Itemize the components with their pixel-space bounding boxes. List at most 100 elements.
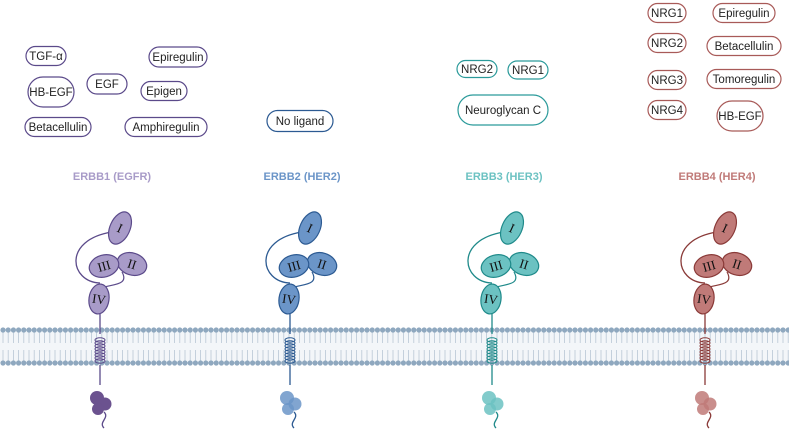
lipid-head xyxy=(509,327,516,333)
tm-helix-turn xyxy=(94,352,106,358)
lipid-head xyxy=(229,360,235,366)
lipid-head xyxy=(208,327,214,333)
tm-helix-turn xyxy=(94,355,106,361)
lipid-head xyxy=(686,360,693,366)
lipid-head xyxy=(499,327,505,333)
tm-helix-turn xyxy=(94,358,106,364)
lipid-head xyxy=(57,360,63,366)
lipid-head xyxy=(47,327,53,333)
lipid-head xyxy=(239,360,245,366)
lipid-head xyxy=(718,360,724,366)
lipid-head xyxy=(374,327,380,333)
lipid-head xyxy=(338,360,344,366)
ligand-pill: NRG1 xyxy=(507,60,549,80)
lipid-head xyxy=(380,327,386,333)
lipid-head xyxy=(260,360,266,366)
lipid-head xyxy=(166,327,172,333)
ligand-label: NRG3 xyxy=(651,75,683,87)
lipid-head xyxy=(343,360,349,366)
lipid-head xyxy=(744,360,750,366)
lipid-head xyxy=(52,360,58,366)
lipid-head xyxy=(421,360,427,366)
lipid-head xyxy=(406,327,412,333)
lipid-head xyxy=(385,360,391,366)
tm-helix-turn xyxy=(699,352,711,358)
lipid-head xyxy=(650,327,656,333)
lipid-head xyxy=(660,327,667,333)
lipid-head xyxy=(437,327,443,333)
lipid-head xyxy=(109,360,115,366)
lipid-head xyxy=(749,360,755,366)
domain-iv: IV xyxy=(693,283,715,315)
tm-helix-turn xyxy=(284,349,296,355)
lipid-head xyxy=(478,327,484,333)
lipid-head xyxy=(281,327,287,333)
lipid-head xyxy=(333,360,339,366)
lipid-head xyxy=(395,327,401,333)
receptor-label: ERBB4 (HER4) xyxy=(678,171,755,183)
tm-helix-turn xyxy=(699,349,711,355)
lipid-head xyxy=(125,360,131,366)
ligand-pill: Epigen xyxy=(140,80,188,102)
lipid-head xyxy=(0,360,6,366)
lipid-head xyxy=(166,360,172,366)
lipid-head xyxy=(738,327,745,333)
lipid-head xyxy=(733,327,739,333)
domain-ii: II xyxy=(721,251,753,277)
tm-helix-turn xyxy=(699,340,711,346)
lipid-head xyxy=(354,360,360,366)
lipid-head xyxy=(640,360,646,366)
lipid-head xyxy=(666,360,672,366)
lipid-head xyxy=(88,360,94,366)
lipid-head xyxy=(525,360,531,366)
lipid-head xyxy=(749,327,755,333)
lipid-head xyxy=(676,327,682,333)
lipid-head xyxy=(624,327,630,333)
lipid-head xyxy=(463,327,469,333)
lipid-head xyxy=(255,360,261,366)
lipid-head xyxy=(5,327,11,333)
lipid-head xyxy=(484,327,490,333)
lipid-head xyxy=(21,327,27,333)
ligand-label: NRG2 xyxy=(461,64,493,76)
kinase-domain xyxy=(695,391,717,415)
domain-i-label: I xyxy=(720,220,730,235)
ligand-pill: Neuroglycan C xyxy=(457,94,549,126)
tm-helix-turn xyxy=(284,358,296,364)
tm-helix-turn xyxy=(94,349,106,355)
lipid-head xyxy=(359,360,365,366)
lipid-head xyxy=(192,360,198,366)
lipid-head xyxy=(712,360,719,366)
lipid-head xyxy=(629,327,635,333)
lipid-head xyxy=(738,360,745,366)
tm-helix-turn xyxy=(699,355,711,361)
lipid-head xyxy=(73,360,79,366)
domain-iv: IV xyxy=(480,283,502,315)
lipid-head xyxy=(764,327,771,333)
lipid-head xyxy=(473,360,479,366)
lipid-head xyxy=(785,327,789,333)
lipid-head xyxy=(530,360,537,366)
lipid-head xyxy=(140,360,146,366)
ligand-pill: NRG2 xyxy=(456,59,498,79)
lipid-head xyxy=(229,327,235,333)
lipid-head xyxy=(770,360,776,366)
lipid-head xyxy=(328,360,334,366)
lipid-head xyxy=(525,327,531,333)
domain-ii: II xyxy=(306,251,338,277)
ligand-pill: EGF xyxy=(86,73,128,95)
lipid-head xyxy=(172,327,178,333)
domain-ii: II xyxy=(508,251,540,277)
lipid-head xyxy=(572,360,578,366)
lipid-head xyxy=(68,360,74,366)
lipid-head xyxy=(681,327,687,333)
lipid-head xyxy=(260,327,266,333)
lipid-head xyxy=(478,360,484,366)
cell-membrane xyxy=(0,327,789,366)
lipid-head xyxy=(728,360,734,366)
lipid-head xyxy=(411,327,417,333)
tm-helix-turn xyxy=(699,346,711,352)
